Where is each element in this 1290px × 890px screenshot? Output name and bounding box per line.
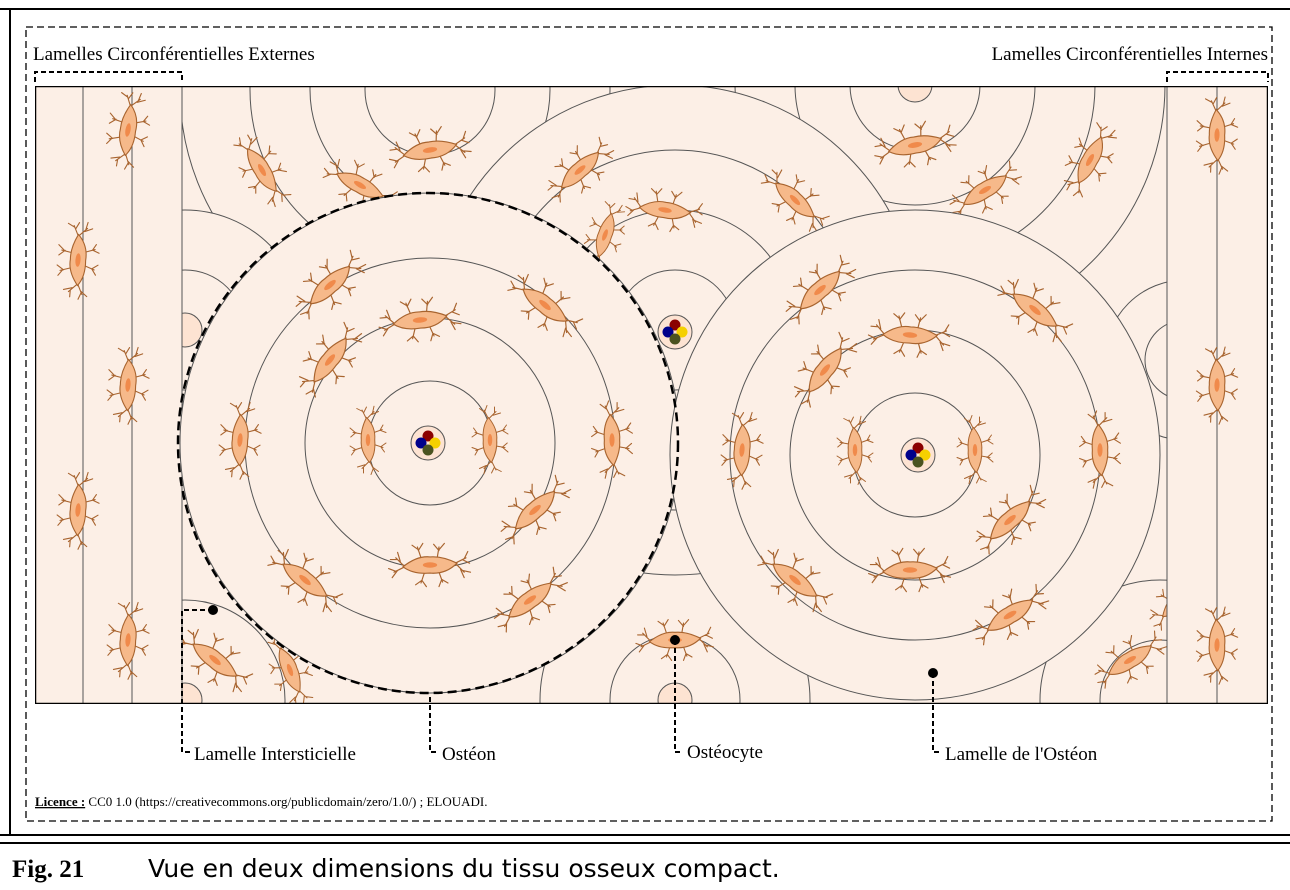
- label-external-lamellae: Lamelles Circonférentielles Externes: [33, 44, 315, 65]
- external-bracket: [34, 71, 183, 82]
- label-osteocyte: Ostéocyte: [687, 742, 763, 763]
- osteon-highlight-outline: [176, 191, 680, 695]
- label-internal-lamellae: Lamelles Circonférentielles Internes: [992, 44, 1268, 65]
- outer-frame: [0, 8, 1290, 844]
- osteon-left: [179, 192, 681, 694]
- license-line: Licence : CC0 1.0 (https://creativecommo…: [35, 794, 488, 809]
- osteon-right: [669, 209, 1161, 701]
- label-interstitial-lamella: Lamelle Intersticielle: [194, 744, 356, 765]
- leader-lines: [181, 609, 941, 753]
- internal-circumferential-lamellae: [1166, 86, 1268, 704]
- internal-bracket: [1166, 71, 1269, 82]
- license-heading: Licence :: [35, 794, 85, 809]
- license-text: CC0 1.0 (https://creativecommons.org/pub…: [85, 794, 487, 809]
- haversian-canal-small: [657, 314, 693, 350]
- leader-dots: [208, 605, 938, 678]
- figure-number: Fig. 21: [12, 856, 84, 883]
- compact-bone-tissue: [35, 86, 1268, 704]
- external-circumferential-lamellae: [35, 86, 183, 704]
- figure-caption: Vue en deux dimensions du tissu osseux c…: [148, 854, 780, 883]
- label-osteon: Ostéon: [442, 744, 496, 765]
- label-osteon-lamella: Lamelle de l'Ostéon: [945, 744, 1098, 765]
